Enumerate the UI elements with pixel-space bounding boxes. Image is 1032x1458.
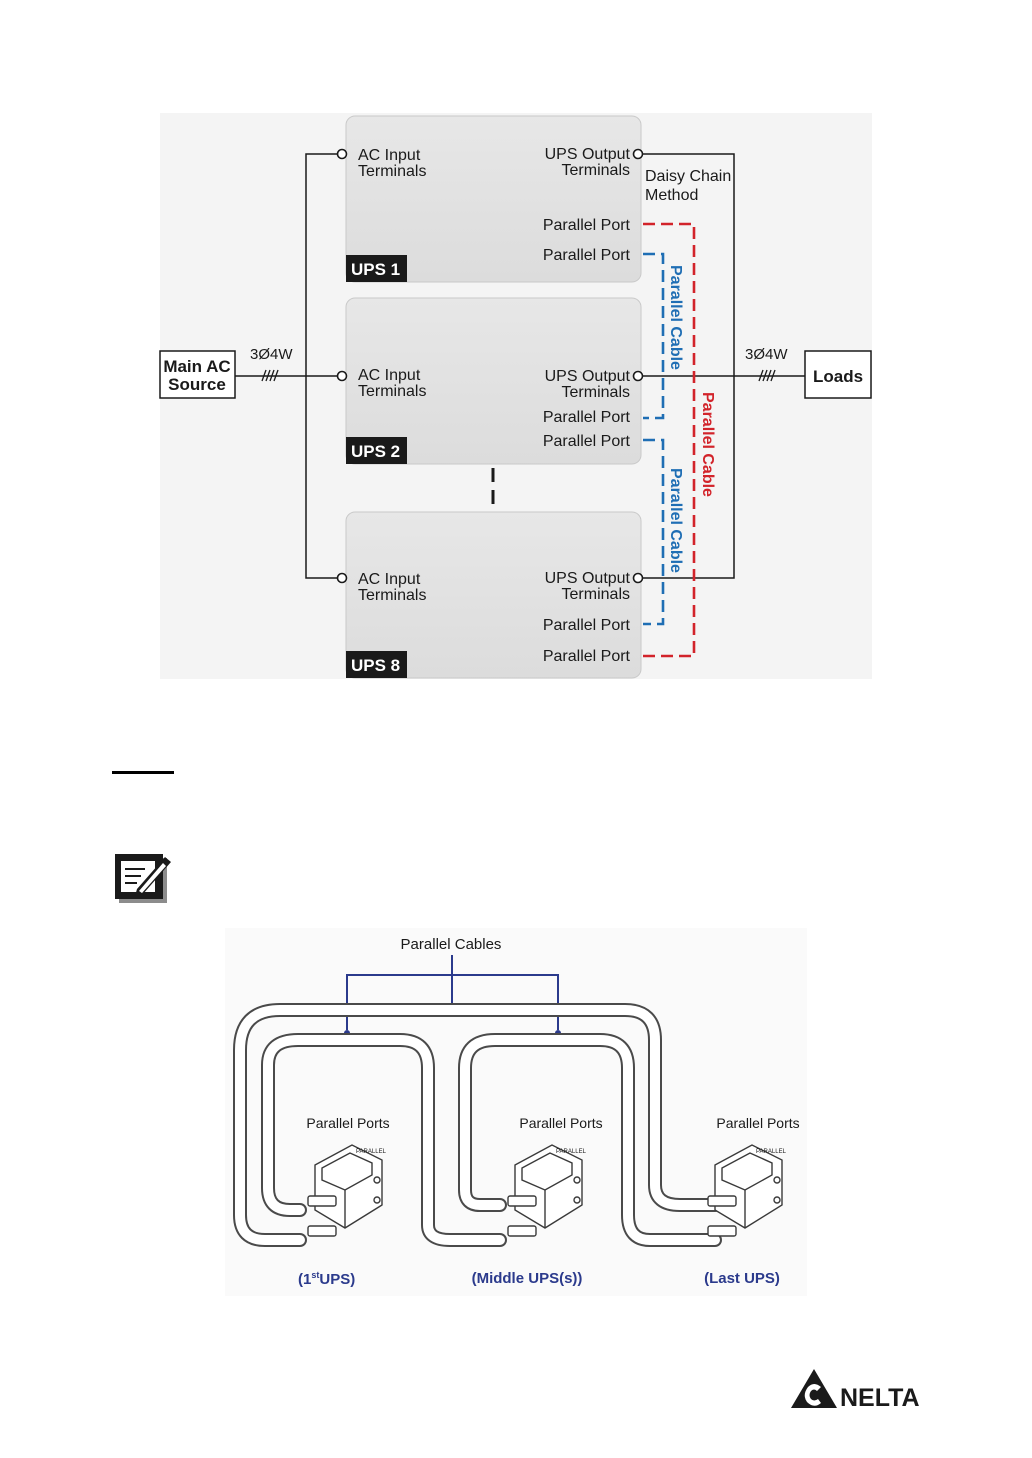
- first-ups-label: (1stUPS): [298, 1270, 355, 1288]
- output-wiring-label: 3Ø4W: [745, 346, 788, 363]
- input-wiring-label: 3Ø4W: [250, 346, 293, 363]
- ups-2-label: UPS 2: [351, 442, 400, 461]
- loads-label: Loads: [813, 367, 863, 386]
- section-rule: [112, 771, 174, 774]
- parallel-wiring-diagram: UPS 1 AC Input Terminals UPS Output Term…: [159, 113, 872, 679]
- ups-8-input-terminal: [336, 572, 348, 584]
- ups-1-input-terminal: [336, 148, 348, 160]
- ups-8-output-label: UPS Output: [545, 570, 631, 587]
- middle-ups-label: (Middle UPS(s)): [472, 1270, 583, 1287]
- ups-1-output-label: UPS Output: [545, 146, 631, 163]
- ups-1-label: UPS 1: [351, 260, 400, 279]
- input-bus: [235, 153, 337, 579]
- main-ac-source-box: Main AC Source: [159, 350, 236, 399]
- illustration-background: [225, 928, 807, 1296]
- ups-1-ac-input-sub: Terminals: [358, 163, 426, 180]
- inner-cable: [261, 1033, 722, 1247]
- ups-2-ac-input-sub: Terminals: [358, 383, 426, 400]
- blue-cable-label-upper: Parallel Cable: [667, 265, 684, 370]
- source-label-line1: Main AC: [163, 357, 230, 376]
- connector-tag-middle: PARALLEL: [556, 1149, 587, 1155]
- loads-box: Loads: [804, 350, 872, 399]
- ups-2-output-label: UPS Output: [545, 368, 631, 385]
- note-pencil-icon: [115, 854, 171, 903]
- ups-8-badge: [346, 651, 407, 678]
- parallel-cables-title: Parallel Cables: [401, 936, 502, 953]
- ups-2-output-terminal: [632, 370, 644, 382]
- ups-2-port-top: Parallel Port: [543, 409, 631, 426]
- ups-8-output-sub: Terminals: [562, 586, 630, 603]
- blue-cable-label-lower: Parallel Cable: [667, 468, 684, 573]
- ups-8-label: UPS 8: [351, 656, 400, 675]
- ups-2-input-terminal: [336, 370, 348, 382]
- red-parallel-cable: [643, 222, 696, 658]
- last-ups-label: (Last UPS): [704, 1270, 780, 1287]
- ports-label-first: Parallel Ports: [306, 1115, 389, 1131]
- delta-logo-icon: NELTA: [791, 1369, 920, 1411]
- connector-tag-first: PARALLEL: [356, 1149, 387, 1155]
- connector-first-ups: [307, 1144, 383, 1237]
- connector-last-ups: [707, 1144, 783, 1237]
- blue-parallel-cable-upper: [643, 252, 665, 420]
- ups-2-ac-input-label: AC Input: [358, 367, 421, 384]
- blue-parallel-cable-lower: [643, 438, 665, 626]
- ups-8-box: UPS 8 AC Input Terminals UPS Output Term…: [345, 511, 642, 679]
- daisy-chain-label-line1: Daisy Chain: [645, 168, 731, 185]
- ups-1-ac-input-label: AC Input: [358, 147, 421, 164]
- callout-dot-left: [344, 1030, 350, 1036]
- outer-cable: [233, 1003, 722, 1247]
- input-hash-marks: [261, 369, 279, 382]
- callout-dot-right: [555, 1030, 561, 1036]
- ups-1-output-sub: Terminals: [562, 162, 630, 179]
- daisy-chain-label-line2: Method: [645, 187, 698, 204]
- ups-1-port-bottom: Parallel Port: [543, 247, 631, 264]
- ups-8-ac-input-label: AC Input: [358, 571, 421, 588]
- ports-label-last: Parallel Ports: [716, 1115, 799, 1131]
- ups-2-badge: [346, 437, 407, 464]
- callout-bracket: [346, 955, 559, 1030]
- ups-2-port-bottom: Parallel Port: [543, 433, 631, 450]
- source-label-line2: Source: [168, 375, 226, 394]
- ups-1-output-terminal: [632, 148, 644, 160]
- ups-1-badge: [346, 255, 407, 282]
- connector-middle-ups: [507, 1144, 583, 1237]
- output-bus: [643, 153, 805, 579]
- ups-1-box: UPS 1 AC Input Terminals UPS Output Term…: [345, 115, 642, 283]
- ups-8-port-bottom: Parallel Port: [543, 648, 631, 665]
- ups-2-box: UPS 2 AC Input Terminals UPS Output Term…: [345, 297, 642, 465]
- ups-8-output-terminal: [632, 572, 644, 584]
- ups-1-port-top: Parallel Port: [543, 217, 631, 234]
- output-hash-marks: [758, 369, 776, 382]
- callout-dot-center: [449, 1007, 455, 1013]
- ports-label-middle: Parallel Ports: [519, 1115, 602, 1131]
- connector-tag-last: PARALLEL: [756, 1149, 787, 1155]
- ups-8-port-top: Parallel Port: [543, 617, 631, 634]
- brand-wordmark: NELTA: [840, 1384, 920, 1411]
- ups-2-output-sub: Terminals: [562, 384, 630, 401]
- ups-8-ac-input-sub: Terminals: [358, 587, 426, 604]
- red-cable-label: Parallel Cable: [699, 392, 716, 497]
